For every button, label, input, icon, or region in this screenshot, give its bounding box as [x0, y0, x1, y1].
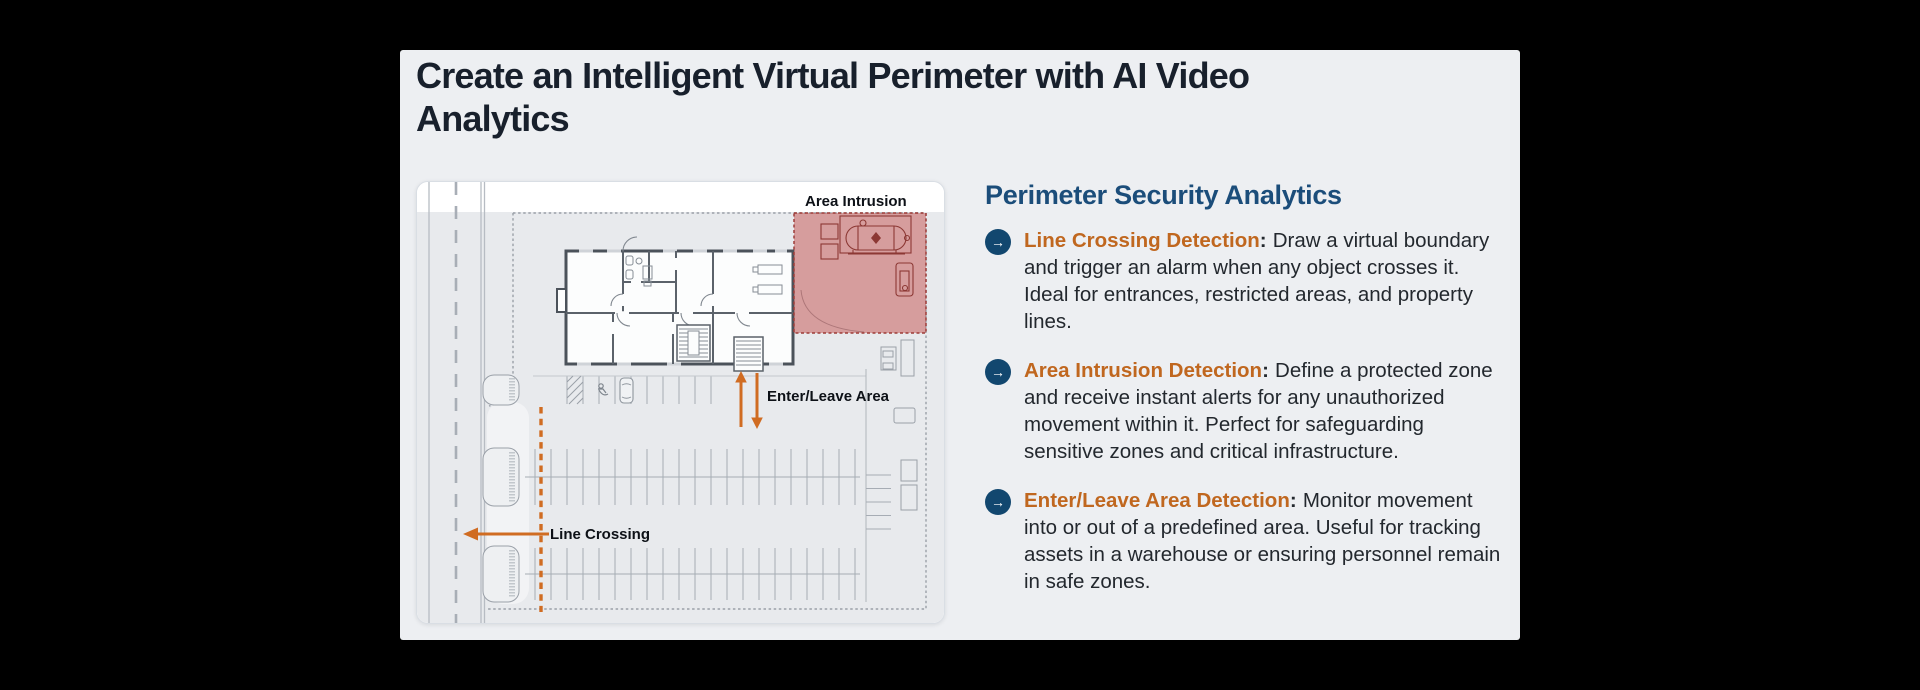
parking-row-a-top	[534, 449, 856, 477]
feature-separator: :	[1262, 359, 1269, 382]
feature-lead: Line Crossing Detection	[1024, 229, 1260, 252]
road	[428, 182, 486, 623]
enter-leave-arrows	[735, 371, 763, 429]
feature-item-enter-leave: → Enter/Leave Area Detection:Monitor mov…	[985, 487, 1505, 595]
parking-row-b-top	[534, 548, 856, 574]
section-card: Create an Intelligent Virtual Perimeter …	[400, 50, 1520, 640]
page-title: Create an Intelligent Virtual Perimeter …	[416, 55, 1250, 140]
area-intrusion-zone	[793, 212, 927, 334]
feature-separator: :	[1259, 229, 1267, 252]
enter-leave-label: Enter/Leave Area	[767, 388, 890, 405]
line-crossing-label: Line Crossing	[550, 526, 650, 543]
line-crossing-arrow	[463, 527, 549, 541]
feature-column: Perimeter Security Analytics → Line Cros…	[985, 180, 1505, 617]
stairs-entrance	[733, 336, 764, 372]
stairs-central	[676, 324, 711, 362]
handicap-stall-icon	[598, 383, 609, 396]
right-stalls	[866, 474, 891, 530]
feature-body: Monitor movement into or out of a predef…	[1024, 489, 1501, 593]
site-plan-svg: Area Intrusion Enter/Leave Area Line Cro…	[417, 182, 944, 623]
feature-separator: :	[1289, 489, 1297, 512]
hatched-stall	[566, 375, 584, 405]
windows	[577, 249, 787, 366]
interior-walls	[566, 251, 793, 364]
feature-item-line-crossing: → Line Crossing Detection:Draw a virtual…	[985, 227, 1505, 335]
site-plan-illustration: Area Intrusion Enter/Leave Area Line Cro…	[416, 181, 945, 624]
parking-row-a-bottom	[534, 477, 856, 505]
feature-lead: Enter/Leave Area Detection	[1024, 489, 1290, 512]
feature-text: Area Intrusion Detection:Define a protec…	[1024, 357, 1505, 465]
column-heading: Perimeter Security Analytics	[985, 180, 1342, 210]
parked-car	[619, 377, 634, 404]
tank-equipment	[820, 215, 914, 297]
feature-lead: Area Intrusion Detection	[1024, 359, 1263, 382]
feature-body: Define a protected zone and receive inst…	[1024, 359, 1493, 463]
feature-text: Line Crossing Detection:Draw a virtual b…	[1024, 227, 1505, 335]
feature-item-area-intrusion: → Area Intrusion Detection:Define a prot…	[985, 357, 1505, 465]
feature-body: Draw a virtual boundary and trigger an a…	[1024, 229, 1490, 333]
parking-row-b-bottom	[534, 574, 856, 600]
fixtures	[625, 255, 783, 295]
patio-furniture	[880, 339, 918, 511]
hazard-diamond-icon	[871, 232, 881, 244]
building	[556, 236, 795, 372]
building-bump	[556, 288, 567, 313]
path-curve	[800, 289, 865, 333]
parking-center-lines	[525, 476, 860, 575]
arrow-circle-icon: →	[985, 359, 1011, 385]
arrow-circle-icon: →	[985, 229, 1011, 255]
arrow-circle-icon: →	[985, 489, 1011, 515]
feature-text: Enter/Leave Area Detection:Monitor movem…	[1024, 487, 1505, 595]
area-intrusion-label: Area Intrusion	[805, 193, 907, 210]
